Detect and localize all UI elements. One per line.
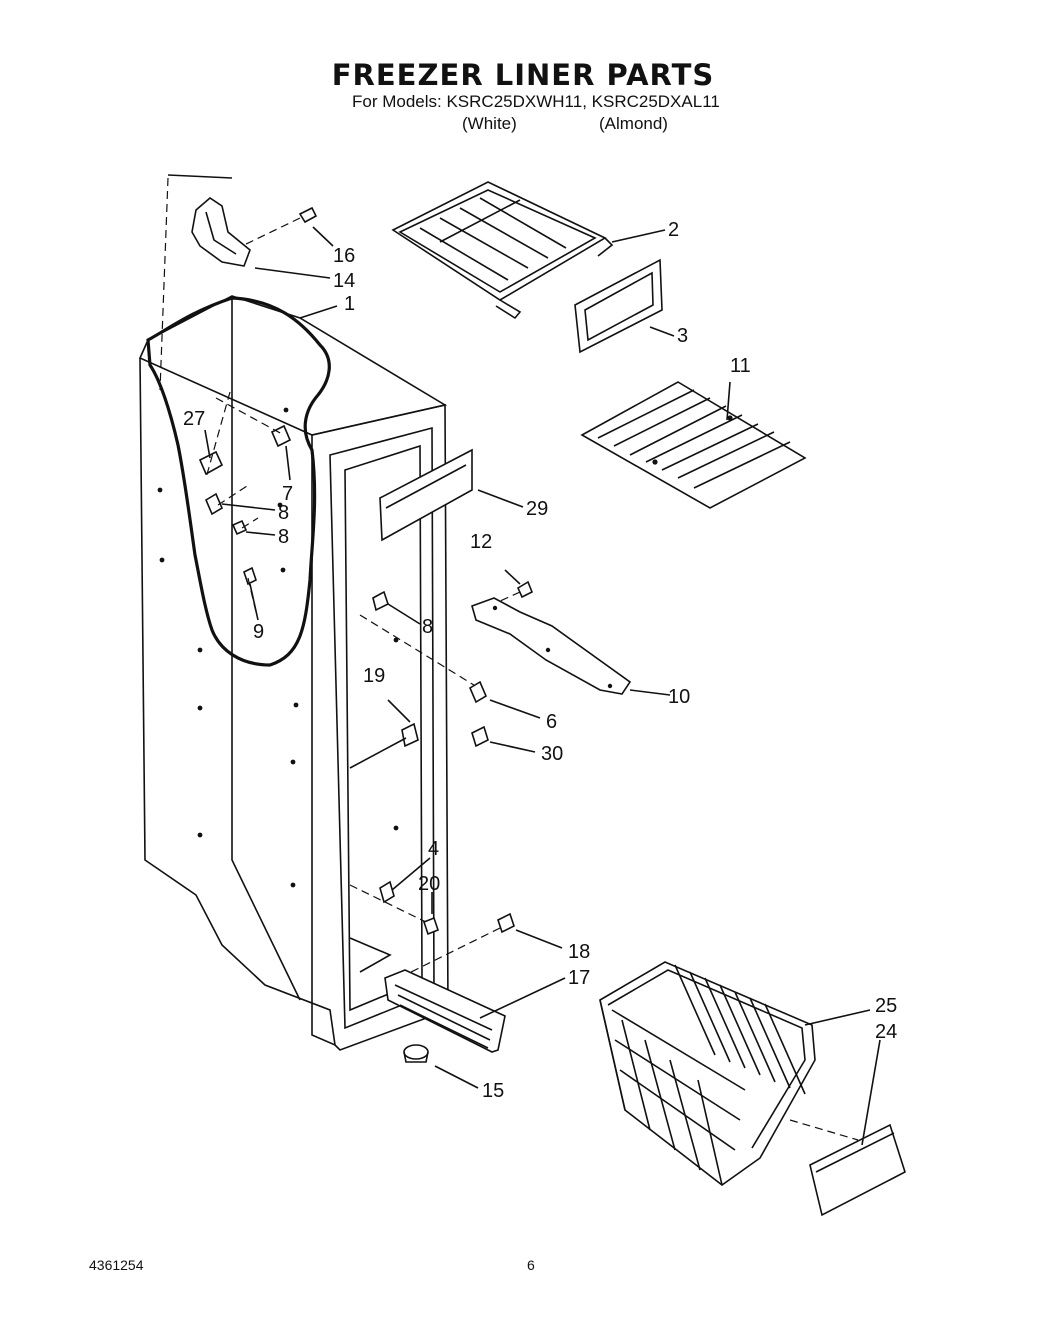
page-number: 6 bbox=[527, 1257, 535, 1273]
screw-part-18 bbox=[404, 912, 515, 976]
variant-white-label: (White) bbox=[462, 114, 517, 133]
callout-3: 3 bbox=[677, 325, 688, 347]
callout-10: 10 bbox=[668, 686, 690, 708]
callout-25: 25 bbox=[875, 995, 897, 1017]
shelf-part-2 bbox=[391, 181, 614, 320]
small-parts-left bbox=[198, 391, 292, 613]
callout-4: 4 bbox=[428, 838, 439, 860]
callout-18: 18 bbox=[568, 941, 590, 963]
models-line: For Models: KSRC25DXWH11, KSRC25DXAL11 bbox=[352, 92, 720, 111]
leader-lines bbox=[204, 226, 881, 1146]
callout-29: 29 bbox=[526, 498, 548, 520]
basket-part-25 bbox=[599, 961, 816, 1186]
callout-9: 9 bbox=[253, 621, 264, 643]
document-number: 4361254 bbox=[89, 1257, 144, 1273]
page-title: FREEZER LINER PARTS bbox=[331, 58, 715, 92]
callout-27: 27 bbox=[183, 408, 205, 430]
callout-5: 6 bbox=[546, 711, 557, 733]
screw-part-15 bbox=[298, 206, 318, 224]
cap-part-16 bbox=[403, 1044, 429, 1063]
wire-shelf-part-11 bbox=[580, 381, 807, 509]
callout-2: 2 bbox=[668, 219, 679, 241]
callout-8-front: 8 bbox=[422, 616, 433, 638]
screw-part-12 bbox=[497, 580, 534, 603]
callout-labels: 16 14 1 2 3 11 27 7 8 8 9 29 12 8 10 19 … bbox=[183, 219, 897, 1102]
callout-19: 19 bbox=[363, 665, 385, 687]
front-part-24 bbox=[809, 1123, 906, 1217]
callout-24: 24 bbox=[875, 1021, 897, 1043]
callout-6: 7 bbox=[282, 483, 293, 505]
callout-16: 15 bbox=[482, 1080, 504, 1102]
rail-part-10 bbox=[471, 597, 632, 695]
cover-part-17 bbox=[384, 969, 506, 1053]
callout-8-left: 8 bbox=[278, 526, 289, 548]
callout-30: 30 bbox=[541, 743, 563, 765]
callout-15: 16 bbox=[333, 245, 355, 267]
callout-11: 11 bbox=[730, 355, 751, 377]
callout-20: 20 bbox=[418, 873, 440, 895]
callout-12: 12 bbox=[470, 531, 492, 553]
callout-1: 1 bbox=[344, 293, 355, 315]
bracket-part-14 bbox=[191, 196, 251, 267]
callout-17: 17 bbox=[568, 967, 590, 989]
cover-part-3 bbox=[574, 258, 663, 354]
trim-part-29 bbox=[379, 448, 473, 542]
callout-14: 14 bbox=[333, 270, 355, 292]
variant-almond-label: (Almond) bbox=[599, 114, 668, 133]
callout-7: 8 bbox=[278, 502, 289, 524]
small-parts-front bbox=[349, 590, 489, 936]
